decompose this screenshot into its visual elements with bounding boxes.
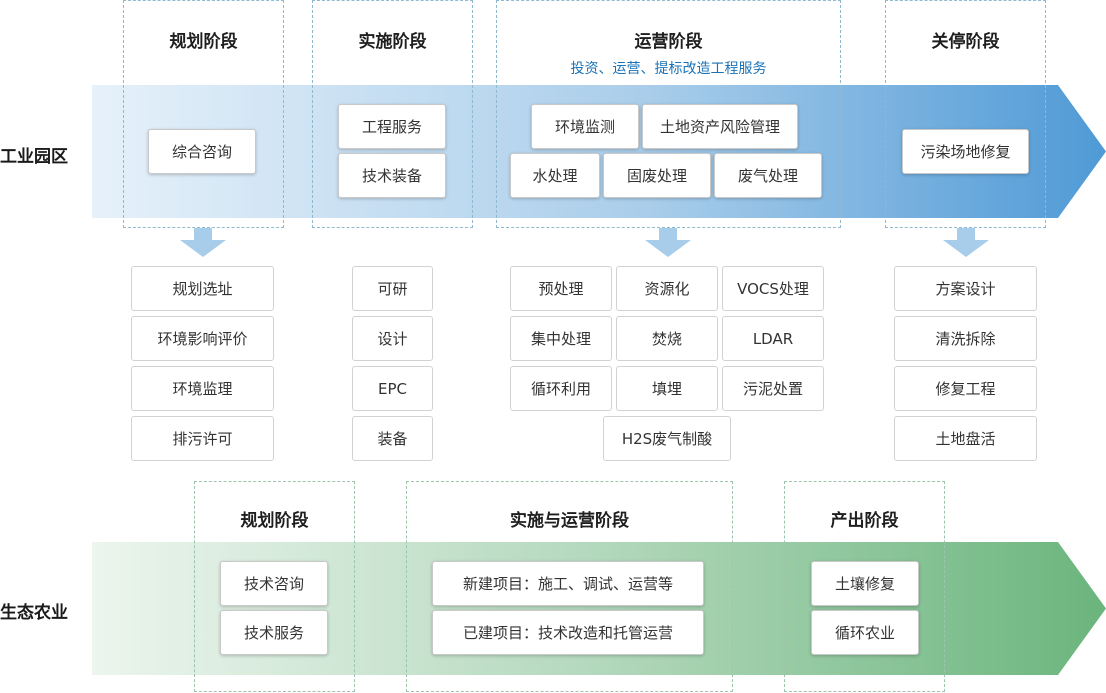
stage-title: 关停阶段 (931, 32, 1000, 52)
down-arrow-icon (645, 228, 691, 257)
item-comprehensive-consulting[interactable]: 综合咨询 (148, 129, 256, 174)
stage-title: 规划阶段 (240, 511, 309, 531)
row-label-industrial: 工业园区 (0, 147, 68, 167)
detail-plan-design[interactable]: 方案设计 (894, 266, 1037, 311)
detail-sludge[interactable]: 污泥处置 (722, 366, 824, 411)
down-arrow-icon (180, 228, 226, 257)
item-solid-waste[interactable]: 固废处理 (603, 153, 711, 198)
detail-feasibility[interactable]: 可研 (352, 266, 433, 311)
detail-resource-recovery[interactable]: 资源化 (616, 266, 718, 311)
detail-eia[interactable]: 环境影响评价 (131, 316, 274, 361)
detail-incineration[interactable]: 焚烧 (616, 316, 718, 361)
stage-title: 产出阶段 (830, 511, 899, 531)
detail-vocs[interactable]: VOCS处理 (722, 266, 824, 311)
detail-h2s-acid[interactable]: H2S废气制酸 (603, 416, 731, 461)
detail-equipment[interactable]: 装备 (352, 416, 433, 461)
item-technical-equipment[interactable]: 技术装备 (338, 153, 446, 198)
item-tech-consulting[interactable]: 技术咨询 (220, 561, 328, 606)
item-waste-gas[interactable]: 废气处理 (714, 153, 822, 198)
stage-title: 实施阶段 (358, 32, 427, 52)
detail-epc[interactable]: EPC (352, 366, 433, 411)
agri-stage-implementation-operation: 实施与运营阶段 (406, 481, 733, 692)
item-land-asset-risk[interactable]: 土地资产风险管理 (642, 104, 798, 149)
industrial-stage-planning: 规划阶段 (123, 0, 284, 228)
detail-cleaning-demolition[interactable]: 清洗拆除 (894, 316, 1037, 361)
down-arrow-icon (943, 228, 989, 257)
agri-stage-output: 产出阶段 (784, 481, 945, 692)
item-new-projects[interactable]: 新建项目：施工、调试、运营等 (432, 561, 704, 606)
detail-pretreatment[interactable]: 预处理 (510, 266, 612, 311)
industrial-stage-closure: 关停阶段 (885, 0, 1046, 228)
item-env-monitoring[interactable]: 环境监测 (531, 104, 639, 149)
detail-recycling[interactable]: 循环利用 (510, 366, 612, 411)
industrial-stage-operation: 运营阶段 投资、运营、提标改造工程服务 (496, 0, 841, 228)
detail-remediation-works[interactable]: 修复工程 (894, 366, 1037, 411)
detail-central-treatment[interactable]: 集中处理 (510, 316, 612, 361)
stage-title: 实施与运营阶段 (510, 511, 629, 531)
industrial-stage-implementation: 实施阶段 (312, 0, 473, 228)
item-soil-remediation[interactable]: 土壤修复 (811, 561, 919, 606)
item-tech-service[interactable]: 技术服务 (220, 610, 328, 655)
detail-design[interactable]: 设计 (352, 316, 433, 361)
row-label-agriculture: 生态农业 (0, 603, 68, 623)
detail-land-revitalization[interactable]: 土地盘活 (894, 416, 1037, 461)
detail-ldar[interactable]: LDAR (722, 316, 824, 361)
item-engineering-service[interactable]: 工程服务 (338, 104, 446, 149)
agri-stage-planning: 规划阶段 (194, 481, 355, 692)
detail-site-selection[interactable]: 规划选址 (131, 266, 274, 311)
stage-title: 规划阶段 (169, 32, 238, 52)
item-existing-projects[interactable]: 已建项目：技术改造和托管运营 (432, 610, 704, 655)
item-circular-agriculture[interactable]: 循环农业 (811, 610, 919, 655)
detail-discharge-permit[interactable]: 排污许可 (131, 416, 274, 461)
detail-env-supervision[interactable]: 环境监理 (131, 366, 274, 411)
item-site-remediation[interactable]: 污染场地修复 (902, 129, 1029, 174)
detail-landfill[interactable]: 填埋 (616, 366, 718, 411)
item-water-treatment[interactable]: 水处理 (510, 153, 600, 198)
stage-title: 运营阶段 (634, 32, 703, 52)
stage-subtitle: 投资、运营、提标改造工程服务 (570, 61, 767, 77)
